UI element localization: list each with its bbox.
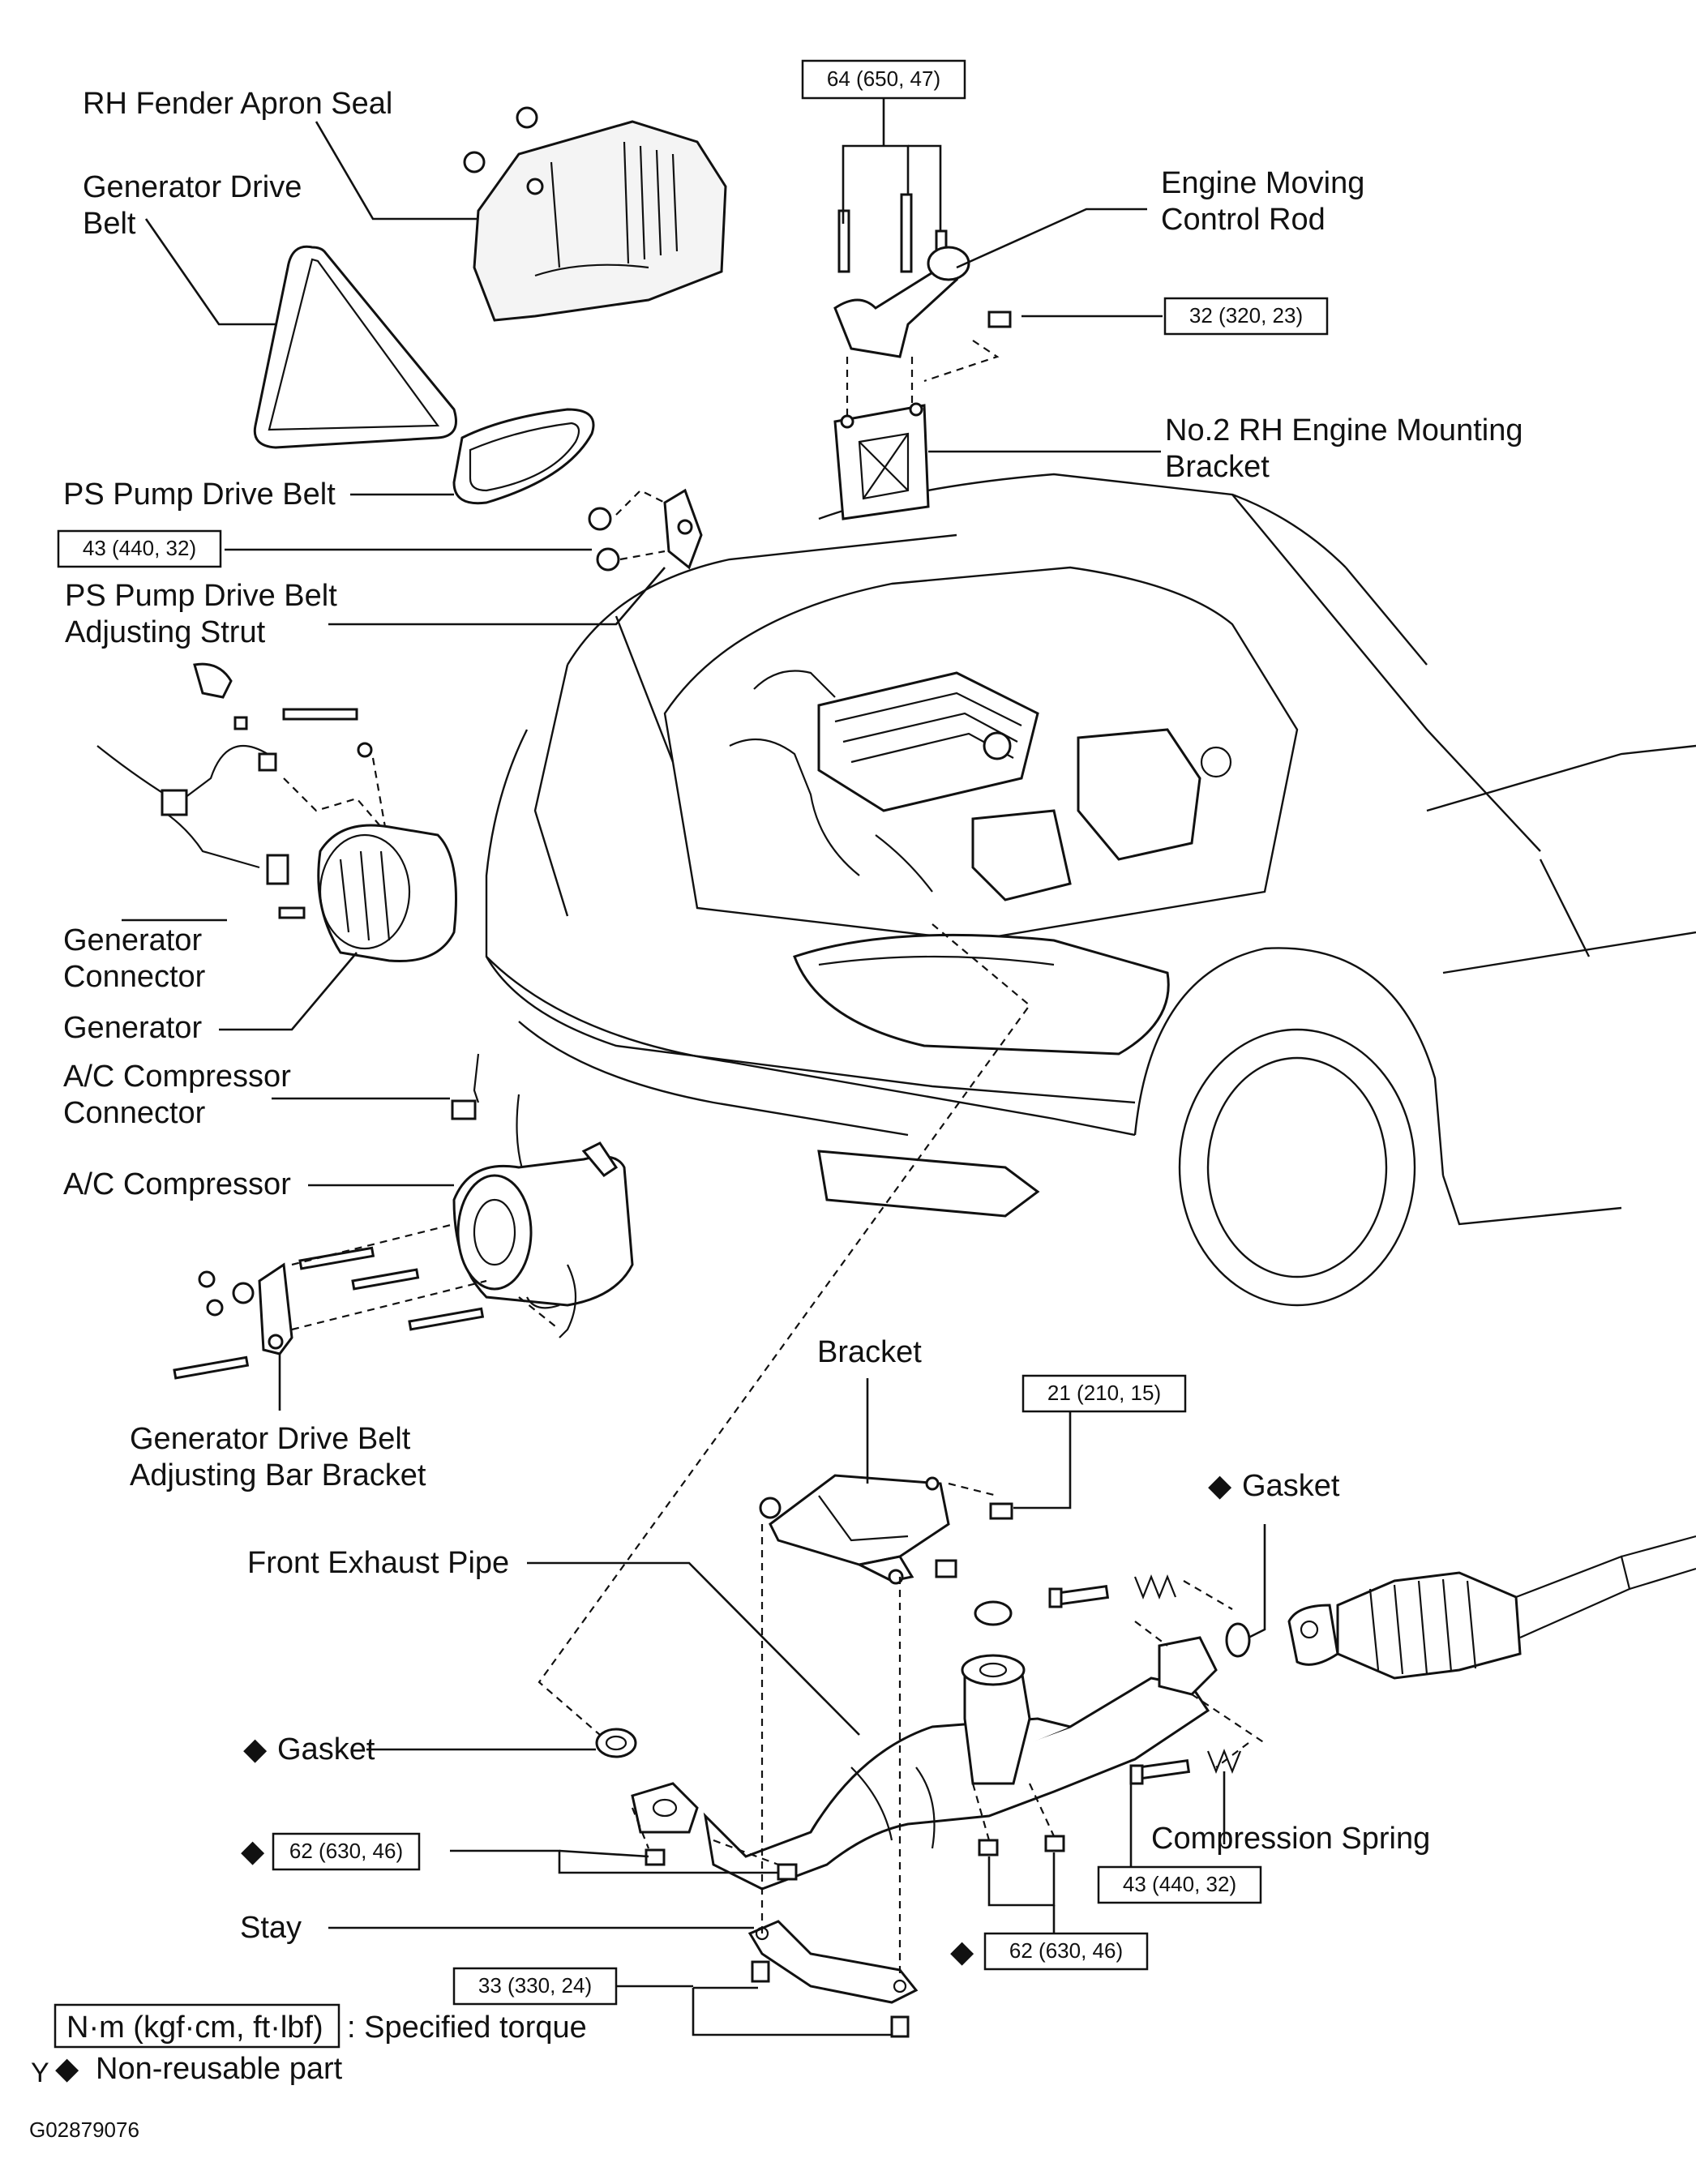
nonreusable-mark-gasket-left: ◆ [243, 1732, 268, 1766]
nonreusable-mark-62-right: ◆ [950, 1935, 974, 1969]
engine-moving-control-rod-part [833, 193, 1012, 358]
label-stay: Stay [240, 1911, 302, 1945]
label-ac-compressor-connector-1: A/C Compressor [63, 1060, 291, 1094]
label-rh-fender-apron-seal: RH Fender Apron Seal [83, 87, 392, 121]
engine-mounting-bracket-part [833, 402, 930, 520]
legend-torque-desc: : Specified torque [347, 2011, 587, 2045]
label-mounting-bracket-2: Bracket [1165, 450, 1270, 484]
legend-prefix: Y [31, 2058, 49, 2088]
leader-lines [122, 78, 1266, 2036]
label-generator-drive-belt-1: Generator Drive [83, 170, 302, 204]
legend-nonreusable-text: Non-reusable part [96, 2052, 343, 2086]
torque-boxes: 64 (650, 47) 32 (320, 23) 43 (440, 32) 2… [57, 59, 1329, 2006]
label-engine-moving-control-rod-1: Engine Moving [1161, 166, 1364, 200]
label-generator: Generator [63, 1011, 202, 1045]
front-exhaust-pipe-part [631, 1636, 1218, 1891]
adjusting-bar-bracket-part [173, 1246, 485, 1380]
catalytic-converter-part [1287, 1535, 1696, 1680]
torque-62-right: 62 (630, 46) [1009, 1938, 1123, 1963]
label-ps-pump-strut-2: Adjusting Strut [65, 615, 266, 649]
generator-drive-belt-part [253, 245, 457, 449]
label-ac-compressor: A/C Compressor [63, 1167, 291, 1201]
ps-pump-drive-belt-part [452, 408, 595, 505]
label-compression-spring: Compression Spring [1151, 1822, 1430, 1856]
figure-code: G02879076 [29, 2118, 139, 2142]
gasket-left-inner [605, 1735, 627, 1751]
label-ps-pump-strut-1: PS Pump Drive Belt [65, 579, 337, 613]
torque-33: 33 (330, 24) [478, 1973, 592, 1998]
torque-43-top: 43 (440, 32) [83, 536, 196, 560]
torque-62-left: 62 (630, 46) [289, 1839, 403, 1863]
label-bracket: Bracket [817, 1335, 922, 1369]
label-generator-connector-1: Generator [63, 923, 202, 957]
pipe-gasket-part [974, 1600, 1013, 1626]
label-engine-moving-control-rod-2: Control Rod [1161, 203, 1326, 237]
vehicle-front-illustration [485, 473, 1696, 1307]
label-adjusting-bar-bracket-2: Adjusting Bar Bracket [130, 1458, 426, 1492]
label-generator-drive-belt-2: Belt [83, 207, 136, 241]
stay-part [747, 1920, 919, 2038]
label-mounting-bracket-1: No.2 RH Engine Mounting [1165, 413, 1523, 448]
rh-fender-apron-seal-part [463, 106, 727, 322]
torque-32: 32 (320, 23) [1189, 303, 1303, 328]
label-ps-pump-drive-belt: PS Pump Drive Belt [63, 477, 336, 512]
nonreusable-mark-62-left: ◆ [241, 1835, 265, 1869]
exhaust-bracket-part [759, 1474, 1013, 1585]
torque-43-bottom: 43 (440, 32) [1123, 1872, 1236, 1896]
ps-pump-strut-part [588, 488, 703, 572]
legend: N·m (kgf·cm, ft·lbf) : Specified torque … [29, 2003, 587, 2142]
generator-part [96, 662, 457, 963]
part-labels: RH Fender Apron Seal Generator Drive Bel… [63, 87, 1523, 1969]
gasket-right-part [1225, 1622, 1251, 1658]
legend-torque-unit: N·m (kgf·cm, ft·lbf) [66, 2011, 323, 2045]
torque-21: 21 (210, 15) [1047, 1381, 1161, 1405]
label-gasket-right: Gasket [1242, 1469, 1340, 1503]
bolts-springs [645, 1574, 1242, 1881]
label-front-exhaust-pipe: Front Exhaust Pipe [247, 1546, 509, 1580]
label-gasket-left: Gasket [277, 1732, 375, 1766]
ac-compressor-part [451, 1053, 634, 1338]
gasket-left-part [595, 1728, 637, 1758]
nonreusable-mark-gasket-right: ◆ [1208, 1469, 1232, 1503]
label-ac-compressor-connector-2: Connector [63, 1096, 206, 1130]
label-generator-connector-2: Connector [63, 960, 206, 994]
legend-nonreusable-mark: ◆ [55, 2052, 79, 2086]
torque-64: 64 (650, 47) [827, 66, 940, 91]
label-adjusting-bar-bracket-1: Generator Drive Belt [130, 1422, 411, 1456]
